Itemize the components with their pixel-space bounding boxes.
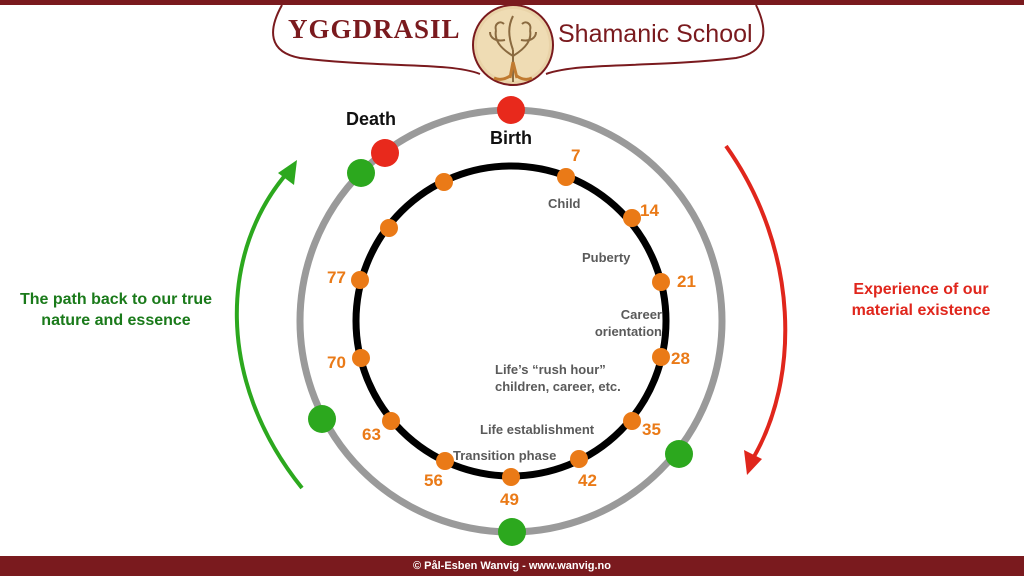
logo-text-yggdrasil: YGGDRASIL <box>288 14 461 44</box>
age-label-35: 35 <box>642 420 661 439</box>
right-path-label: Experience of our material existence <box>851 281 991 319</box>
age-label-70: 70 <box>327 353 346 372</box>
stage-transition: Transition phase <box>453 448 557 463</box>
stage-life-establishment: Life establishment <box>480 422 595 437</box>
age-label-7: 7 <box>571 146 581 165</box>
death-label: Death <box>346 109 397 129</box>
left-path-label: The path back to our true nature and ess… <box>19 291 212 329</box>
age-dot-35 <box>623 412 641 430</box>
age-label-49: 49 <box>500 490 519 509</box>
stage-rush-hour: Life’s “rush hour” children, career, etc… <box>495 361 621 395</box>
stage-rush-hour-line1: Life’s “rush hour” <box>495 362 606 377</box>
age-dot-21 <box>652 273 670 291</box>
green-marker-bottom <box>498 518 526 546</box>
stage-rush-hour-line2: children, career, etc. <box>495 379 621 394</box>
stage-child: Child <box>548 196 581 211</box>
logo-text-shamanic-school: Shamanic School <box>558 20 753 48</box>
left-arrow <box>234 170 304 490</box>
tree-of-life-icon <box>472 4 554 86</box>
age-dot-84 <box>380 219 398 237</box>
birth-label: Birth <box>490 128 532 148</box>
age-dot-49 <box>502 468 520 486</box>
age-label-77: 77 <box>327 268 346 287</box>
stage-puberty: Puberty <box>582 250 631 265</box>
age-dot-14 <box>623 209 641 227</box>
stage-career-line2: orientation <box>594 324 662 339</box>
left-arrow-head <box>278 160 297 185</box>
age-dot-63 <box>382 412 400 430</box>
age-label-42: 42 <box>578 471 597 490</box>
age-label-63: 63 <box>362 425 381 444</box>
stage-career-orientation: orientation <box>562 323 662 340</box>
footer-credit: © Pål-Esben Wanvig - www.wanvig.no <box>0 556 1024 576</box>
age-dot-77 <box>351 271 369 289</box>
age-label-21: 21 <box>677 272 696 291</box>
death-marker <box>371 139 399 167</box>
age-dot-70 <box>352 349 370 367</box>
age-dot-56 <box>436 452 454 470</box>
header-banner-outline <box>272 4 765 75</box>
age-label-14: 14 <box>640 201 659 220</box>
birth-marker <box>497 96 525 124</box>
right-arrow-head <box>744 450 762 475</box>
age-label-28: 28 <box>671 349 690 368</box>
age-label-56: 56 <box>424 471 443 490</box>
green-marker-bottom-left <box>308 405 336 433</box>
right-arrow <box>724 144 788 462</box>
age-dot-42 <box>570 450 588 468</box>
age-dot-28 <box>652 348 670 366</box>
age-markers <box>351 168 670 486</box>
green-marker-bottom-right <box>665 440 693 468</box>
top-bar <box>0 0 1024 5</box>
age-dot-7 <box>557 168 575 186</box>
green-marker-top-left <box>347 159 375 187</box>
age-dot-91 <box>435 173 453 191</box>
stage-career: Career <box>612 306 662 323</box>
stage-career-line1: Career <box>620 307 662 322</box>
